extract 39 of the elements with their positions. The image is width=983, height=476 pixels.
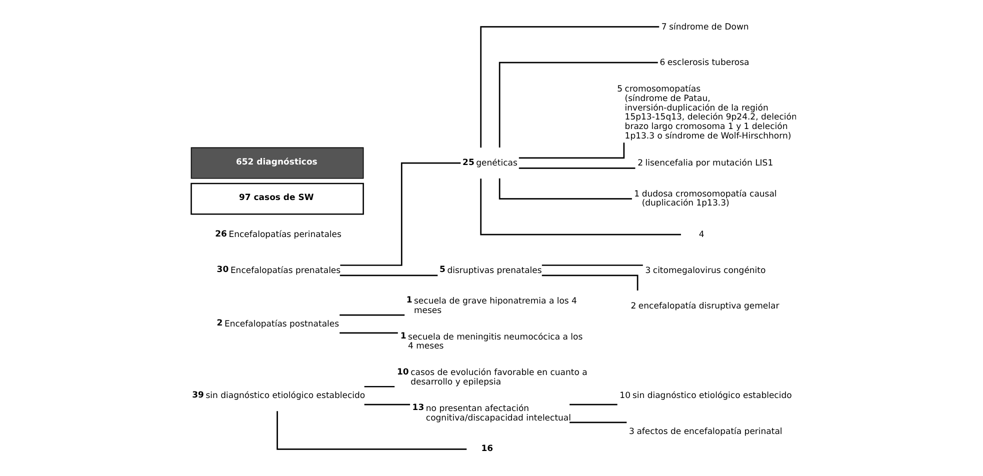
node-text: 4 (698, 230, 704, 240)
node-text: 3 citomegalovirus congénito (645, 266, 766, 276)
node-text: 10 sin diagnóstico etiológico establecido (620, 391, 792, 402)
connector (570, 422, 627, 424)
connector (340, 162, 461, 266)
node-text: 6 esclerosis tuberosa (660, 58, 750, 68)
connector (480, 178, 681, 236)
connector (276, 411, 467, 450)
connector (542, 274, 638, 290)
node-text: 7 síndrome de Down (661, 22, 749, 32)
node-text: 1 dudosa cromosomopatía causal (duplicación 1p13.3) (634, 189, 777, 209)
connector (570, 404, 618, 406)
connector (364, 386, 395, 388)
connector (518, 167, 636, 169)
node-text: 26 Encefalopatías perinatales (215, 229, 342, 240)
node-text: 3 afectos de encefalopatía perinatal (629, 426, 782, 437)
node-text: 39 sin diagnóstico etiológico establecido (192, 390, 366, 402)
node-text: 13 no presentan afectación cognitiva/discapacidad intelectual (412, 403, 572, 424)
node-box: 97 casos de SW (190, 182, 364, 215)
node-text: 5 disruptivas prenatales (440, 265, 542, 276)
node-text: 1 secuela de grave hiponatremia a los 4 meses (406, 296, 577, 316)
connector (340, 274, 438, 276)
node-text: 2 Encefalopatías postnatales (216, 318, 340, 330)
connector (542, 264, 643, 266)
node-text: 1 secuela de meningitis neumocócica a los 4 meses (400, 332, 583, 352)
connector (340, 332, 398, 334)
node-text: 16 (481, 444, 494, 454)
connector (480, 26, 660, 148)
connector (364, 404, 410, 406)
node-text: 10 casos de evolución favorable en cuanto a desarrollo y epilepsia (396, 367, 588, 388)
connector (340, 314, 405, 316)
node-text: 2 encefalopatía disruptiva gemelar (630, 302, 780, 312)
node-text: 2 lisencefalia por mutación LIS1 (638, 158, 774, 169)
node-text: 5 cromosomopatías (síndrome de Patau, inversión-duplicación de la región 15p13-15q13, deleción 9p24.2, deleción brazo largo cromosoma 1 y 1 deleción 1p13.3 o síndrome de Wolf-Hirschhorn) (617, 84, 797, 142)
node-text: 30 Encefalopatías prenatales (216, 265, 341, 276)
connector (498, 62, 658, 148)
node-box: 652 diagnósticos (190, 147, 364, 179)
connector (498, 178, 632, 200)
node-text: 25 genéticas (462, 158, 518, 169)
